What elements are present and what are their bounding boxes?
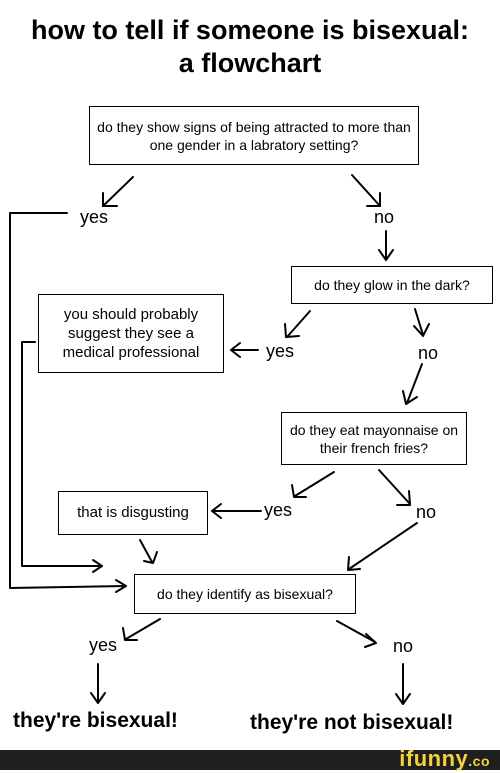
question-box-identify: do they identify as bisexual? xyxy=(134,574,356,614)
arrowhead-q2-yes xyxy=(284,323,300,338)
arrowhead-q4-yes xyxy=(122,627,138,641)
arrowhead-q4-no xyxy=(364,633,377,648)
arrow-q4-yes xyxy=(125,618,161,640)
arrowhead-q2-no xyxy=(413,323,430,337)
arrowhead-disgusting-to-q4 xyxy=(143,551,158,564)
question-text-mayonnaise: do they eat mayonnaise on their french f… xyxy=(289,421,459,456)
label-q1-no: no xyxy=(374,207,395,227)
arrow-q3no-to-q4 xyxy=(348,522,418,570)
connector-medical-to-q4 xyxy=(21,341,103,567)
arrow-q3-no xyxy=(378,469,411,505)
arrowhead-yes-to-disgusting xyxy=(211,503,222,519)
arrowhead-q3-no xyxy=(396,490,411,506)
arrow-q2-no xyxy=(414,308,424,336)
arrowhead-q1-yes xyxy=(102,192,118,207)
arrowhead-q1-no xyxy=(366,192,381,207)
box-medical-professional: you should probably suggest they see a m… xyxy=(38,294,224,373)
brand-name: ifunny xyxy=(399,746,469,771)
label-q2-no: no xyxy=(418,343,439,363)
arrowhead-q3-yes xyxy=(291,484,307,498)
arrowhead-q4no-to-result xyxy=(395,693,411,705)
question-text-identify: do they identify as bisexual? xyxy=(157,586,333,602)
arrowhead-q4-left-lower xyxy=(115,579,127,593)
ifunny-watermark-logo: ifunny.co xyxy=(399,747,490,773)
label-q1-yes: yes xyxy=(80,207,109,227)
text-that-is-disgusting: that is disgusting xyxy=(77,504,189,521)
question-text-glow: do they glow in the dark? xyxy=(314,277,470,293)
flowchart-title: how to tell if someone is bisexual: a fl… xyxy=(0,14,500,80)
label-q3-yes: yes xyxy=(264,500,293,520)
arrowhead-q4yes-to-result xyxy=(90,692,106,704)
arrowhead-q1no-to-q2 xyxy=(378,249,394,261)
watermark-bar: ifunny.co xyxy=(0,747,500,773)
connector-q1-yes-to-q4 xyxy=(9,212,127,589)
arrow-q2no-to-q3 xyxy=(406,363,423,404)
question-box-attraction: do they show signs of being attracted to… xyxy=(89,106,419,165)
question-text-attraction: do they show signs of being attracted to… xyxy=(97,118,411,153)
label-q4-yes: yes xyxy=(89,635,118,655)
text-medical-professional: you should probably suggest they see a m… xyxy=(62,306,200,361)
arrow-q3-yes xyxy=(294,471,335,497)
arrowhead-q2no-to-q3 xyxy=(402,390,418,405)
arrow-disgusting-to-q4 xyxy=(139,539,153,563)
arrow-q2-yes xyxy=(286,310,311,338)
question-box-mayonnaise: do they eat mayonnaise on their french f… xyxy=(281,412,467,465)
arrowhead-q4-left-upper xyxy=(92,559,103,573)
title-line-1: how to tell if someone is bisexual: xyxy=(30,15,470,45)
box-that-is-disgusting: that is disgusting xyxy=(58,491,208,535)
label-q2-yes: yes xyxy=(266,341,295,361)
arrow-q1-no xyxy=(351,174,381,207)
arrowhead-q3no-to-q4 xyxy=(347,556,361,571)
brand-suffix: .co xyxy=(468,753,490,769)
result-bisexual: they're bisexual! xyxy=(13,709,178,732)
label-q4-no: no xyxy=(393,636,414,656)
arrow-q4-no xyxy=(336,620,376,643)
arrowhead-yes-to-medical xyxy=(230,342,241,358)
label-q3-no: no xyxy=(416,502,437,522)
title-line-2: a flowchart xyxy=(178,48,322,78)
arrow-q1-yes xyxy=(102,176,134,207)
result-not-bisexual: they're not bisexual! xyxy=(250,711,454,734)
question-box-glow: do they glow in the dark? xyxy=(291,266,493,304)
